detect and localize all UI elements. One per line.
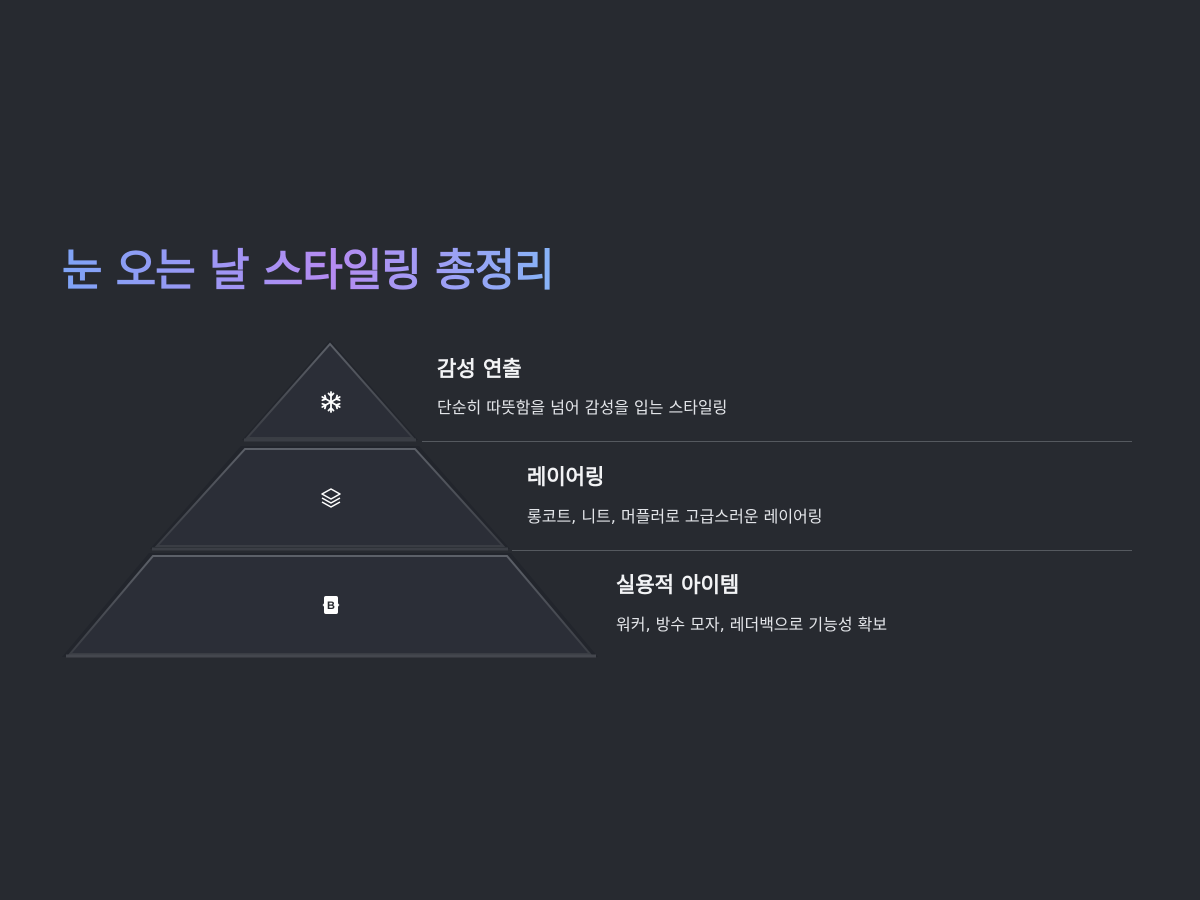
divider-middle bbox=[512, 550, 1132, 551]
layers-icon bbox=[317, 484, 345, 512]
divider-top bbox=[422, 441, 1132, 442]
page-title: 눈 오는 날 스타일링 총정리 bbox=[62, 236, 555, 306]
bold-b-icon: B bbox=[317, 591, 345, 619]
svg-text:B: B bbox=[327, 600, 335, 612]
level-heading-emotion: 감성 연출 bbox=[437, 357, 522, 381]
pyramid-tier-top bbox=[242, 340, 418, 442]
level-description-emotion: 단순히 따뜻함을 넘어 감성을 입는 스타일링 bbox=[437, 398, 728, 417]
level-heading-layering: 레이어링 bbox=[527, 465, 605, 489]
level-heading-practical: 실용적 아이템 bbox=[616, 573, 740, 597]
level-description-layering: 롱코트, 니트, 머플러로 고급스러운 레이어링 bbox=[527, 507, 823, 526]
pyramid-tier-middle bbox=[150, 446, 510, 551]
level-description-practical: 워커, 방수 모자, 레더백으로 기능성 확보 bbox=[616, 615, 888, 634]
snowflake-icon bbox=[317, 388, 345, 416]
